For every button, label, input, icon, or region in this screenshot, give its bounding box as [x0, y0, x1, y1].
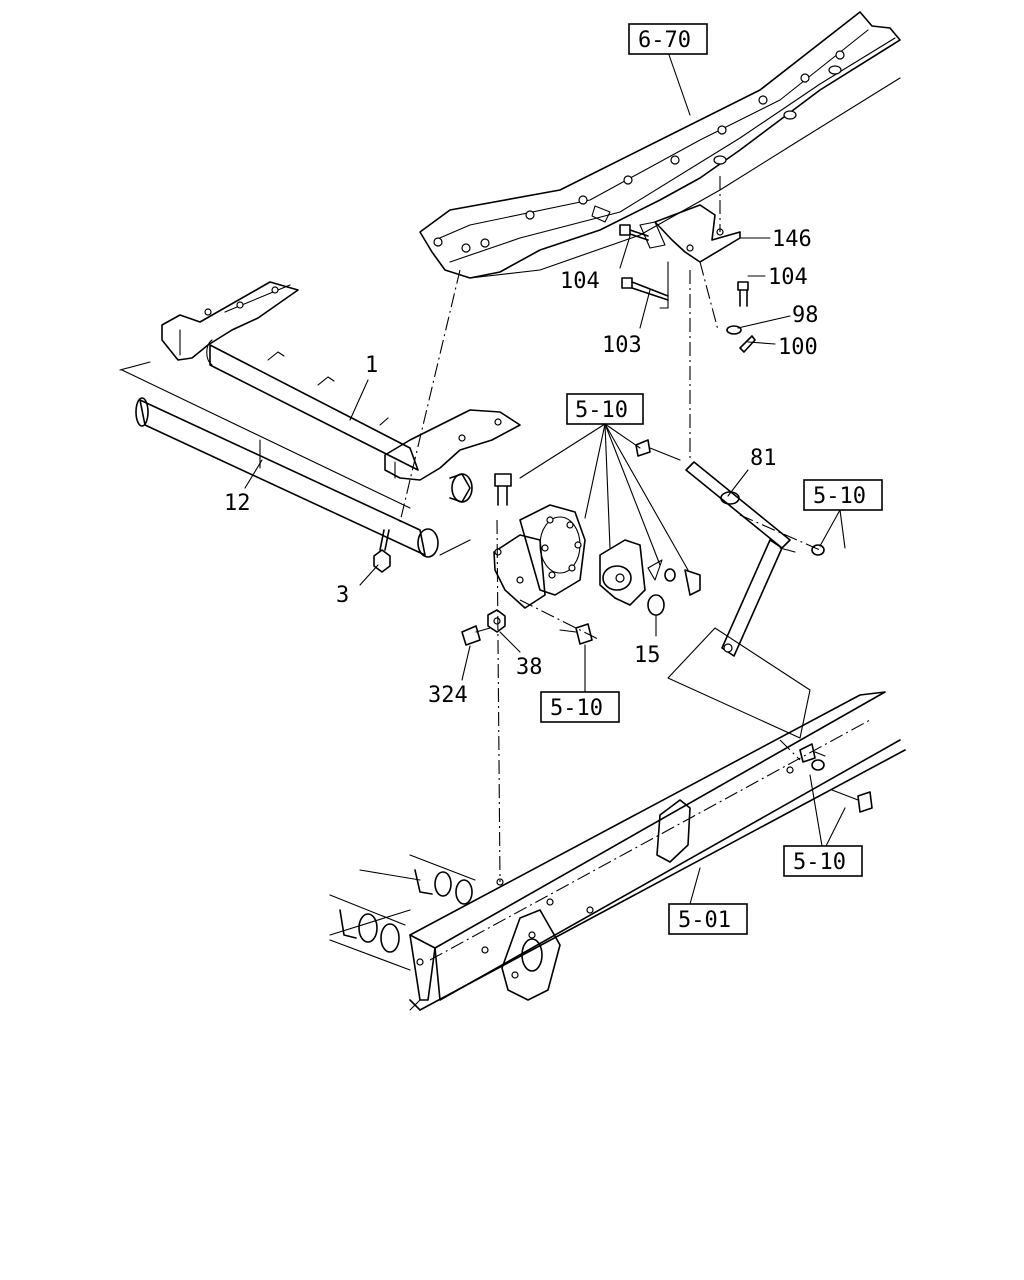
ref-box-6-70: 6-70 [628, 23, 708, 55]
label-part-81: 81 [750, 446, 777, 471]
ref-box-5-10-lower-right: 5-10 [783, 845, 863, 877]
leader-lines-right [811, 509, 846, 556]
reference-boxes: 6-70 5-10 5-10 5-10 5-10 5-01 [540, 23, 883, 935]
ref-box-5-10-right: 5-10 [803, 479, 883, 511]
label-part-3: 3 [336, 583, 349, 608]
washer-98 [726, 325, 742, 335]
leader-lines-center [461, 423, 689, 693]
svg-text:5-10: 5-10 [813, 484, 866, 509]
nut-38 [487, 609, 506, 633]
ref-box-5-10-bottom: 5-10 [540, 691, 620, 723]
bolt-103 [621, 277, 669, 301]
part-labels: 1 12 3 104 103 146 104 98 100 81 15 38 3… [224, 227, 819, 708]
label-part-103: 103 [602, 333, 642, 358]
frame-slots-lower [329, 894, 406, 953]
ref-box-5-10-center: 5-10 [566, 393, 644, 425]
label-part-100: 100 [778, 335, 818, 360]
label-part-1: 1 [365, 353, 378, 378]
bolt-104-upper [619, 224, 649, 241]
svg-text:6-70: 6-70 [638, 28, 691, 53]
svg-text:5-10: 5-10 [575, 398, 628, 423]
link-rod [685, 461, 796, 657]
label-part-104-left: 104 [560, 269, 600, 294]
leader-lines-left [244, 379, 379, 586]
plate-outline [667, 627, 811, 739]
label-part-12: 12 [224, 491, 251, 516]
ref-box-5-01: 5-01 [668, 903, 748, 935]
bolt-324 [461, 625, 491, 646]
leader-lines-lower-right [779, 739, 846, 847]
bolt-center-right [635, 439, 681, 461]
bolt-lower-right [799, 743, 873, 813]
svg-text:5-10: 5-10 [793, 850, 846, 875]
bolt-upper-center [494, 473, 512, 506]
bolt-3 [373, 529, 391, 573]
label-part-324: 324 [428, 683, 468, 708]
svg-text:5-01: 5-01 [678, 908, 731, 933]
label-part-15: 15 [634, 643, 661, 668]
upper-frame-member [419, 11, 901, 279]
ring-15 [647, 594, 665, 616]
label-part-104-right: 104 [768, 265, 808, 290]
frame-bracket [493, 504, 701, 609]
bolt-center-lower [559, 623, 593, 645]
stabilizer-bar [119, 361, 471, 558]
svg-text:5-10: 5-10 [550, 696, 603, 721]
lower-main-frame [329, 691, 906, 1011]
label-part-98: 98 [792, 303, 819, 328]
frame-slots-upper [409, 854, 476, 905]
label-part-146: 146 [772, 227, 812, 252]
clip-100 [739, 335, 756, 353]
crossmember-assembly [161, 281, 521, 503]
bolt-104-right [737, 281, 749, 307]
label-part-38: 38 [516, 655, 543, 680]
